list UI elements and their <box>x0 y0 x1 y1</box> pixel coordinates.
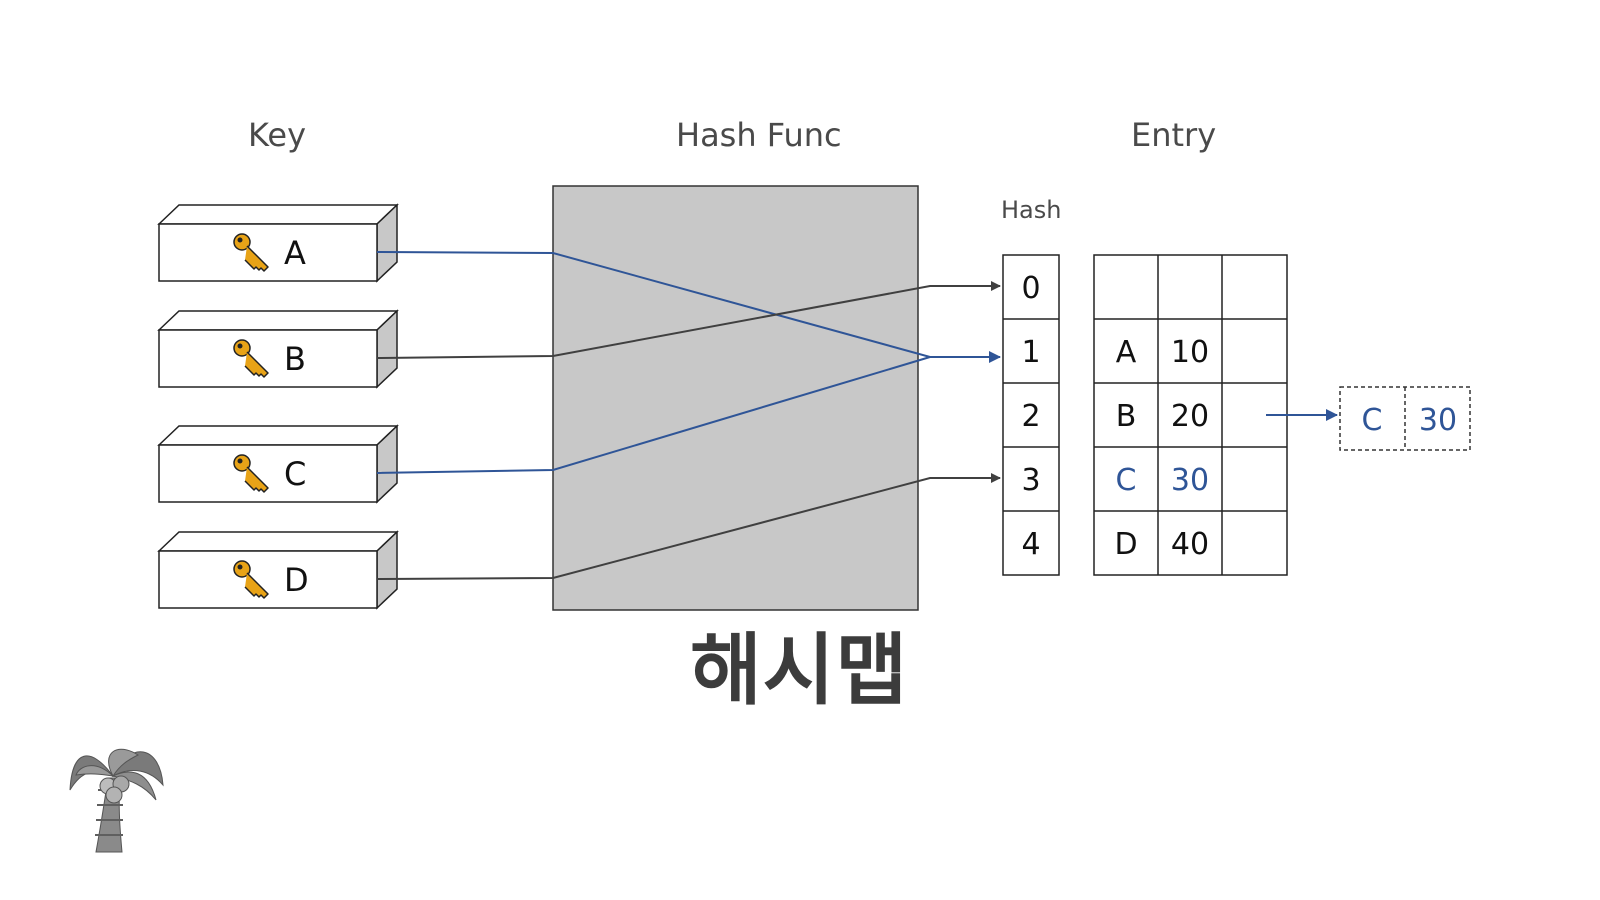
entry-value: 20 <box>1171 399 1209 434</box>
entry-value: 30 <box>1171 463 1209 498</box>
chained-entry-key: C <box>1362 403 1383 438</box>
entry-value: 40 <box>1171 527 1209 562</box>
key-label-d: D <box>284 561 309 599</box>
entry-key: D <box>1114 527 1137 562</box>
entry-key: B <box>1116 399 1137 434</box>
hash-func-header: Hash Func <box>676 116 842 154</box>
mapping-line-c <box>376 356 931 474</box>
key-box-a <box>157 203 399 283</box>
mapping-line-d <box>376 473 1001 580</box>
key-header: Key <box>248 116 307 154</box>
hash-slot: 0 <box>1021 271 1040 306</box>
chained-entry-box <box>1339 386 1471 451</box>
mapping-line-a <box>376 251 1001 363</box>
key-box-c <box>157 424 399 504</box>
palm-tree-icon <box>69 748 164 853</box>
hash-slot: 4 <box>1021 527 1040 562</box>
mapping-line-b <box>376 281 1001 359</box>
hash-label: Hash <box>1001 196 1062 224</box>
entry-value: 10 <box>1171 335 1209 370</box>
key-label-c: C <box>284 455 306 493</box>
chained-entry-value: 30 <box>1419 403 1457 438</box>
hash-slot-column <box>1002 254 1060 576</box>
key-label-b: B <box>284 340 306 378</box>
hash-slot: 3 <box>1021 463 1040 498</box>
hash-slot: 1 <box>1021 335 1040 370</box>
entry-header: Entry <box>1131 116 1217 154</box>
page-title: 해시맵 <box>690 626 909 716</box>
hash-function-box <box>552 185 919 611</box>
key-label-a: A <box>284 234 306 272</box>
entry-key: A <box>1116 335 1137 370</box>
entry-table <box>1093 254 1288 576</box>
key-box-d <box>157 530 399 610</box>
key-box-b <box>157 309 399 389</box>
hash-slot: 2 <box>1021 399 1040 434</box>
entry-key: C <box>1116 463 1137 498</box>
